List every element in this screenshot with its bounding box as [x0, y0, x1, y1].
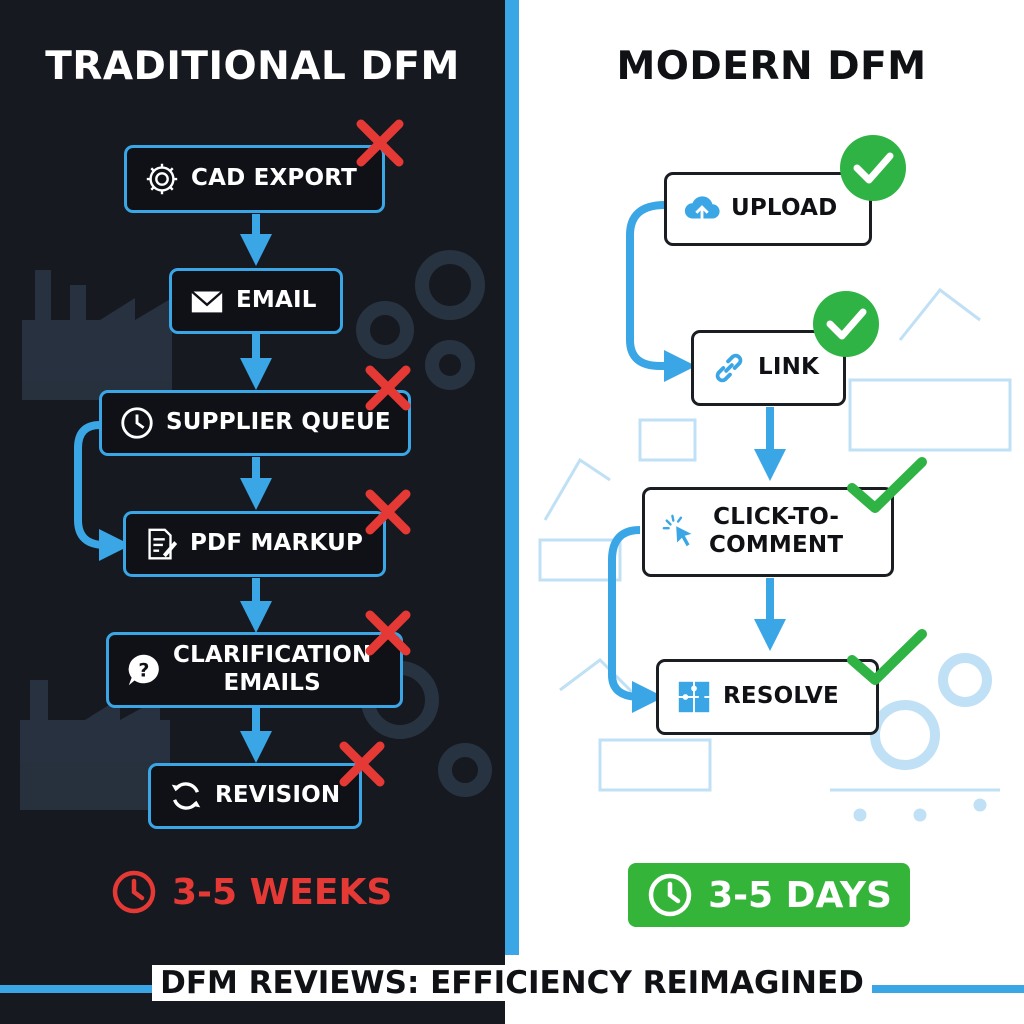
step-label: CAD EXPORT — [191, 165, 357, 192]
x-mark-icon — [365, 489, 411, 535]
step-cad-export: CAD EXPORT — [124, 145, 385, 213]
check-circle-icon — [813, 291, 879, 357]
loop-upload-to-link — [626, 201, 696, 382]
clock-icon — [121, 407, 153, 439]
footer-line-left — [0, 985, 158, 993]
step-label: UPLOAD — [731, 195, 838, 222]
step-supplier-queue: SUPPLIER QUEUE — [99, 390, 411, 456]
step-label: REVISION — [215, 782, 341, 809]
svg-text:?: ? — [138, 660, 149, 682]
clock-icon — [112, 870, 156, 914]
duration-label: 3-5 WEEKS — [172, 871, 393, 913]
circuit-lines-right — [830, 788, 1000, 822]
gear-icon — [146, 163, 178, 195]
x-mark-icon — [339, 741, 385, 787]
duration-label: 3-5 DAYS — [708, 874, 892, 916]
panel-divider — [505, 0, 519, 955]
step-label: LINK — [758, 354, 820, 381]
check-circle-icon — [840, 135, 906, 201]
envelope-icon — [191, 290, 223, 313]
puzzle-icon — [678, 681, 710, 713]
traditional-duration: 3-5 WEEKS — [110, 868, 392, 916]
check-mark-icon — [847, 457, 927, 513]
x-mark-icon — [356, 119, 404, 167]
step-upload: UPLOAD — [664, 172, 872, 246]
cloud-upload-icon — [684, 196, 720, 222]
modern-title: MODERN DFM — [616, 44, 927, 89]
footer-line-right — [868, 985, 1024, 993]
x-mark-icon — [365, 365, 411, 411]
refresh-icon — [171, 782, 201, 810]
loop-comment-to-resolve — [608, 526, 664, 713]
step-label: SUPPLIER QUEUE — [166, 409, 391, 436]
loop-queue-to-pdf — [74, 421, 131, 561]
step-clarification-emails: ? CLARIFICATION EMAILS — [106, 632, 403, 708]
clock-icon — [648, 873, 692, 917]
step-email: EMAIL — [169, 268, 343, 334]
gears-right — [870, 653, 992, 770]
factory-illustration-right — [538, 287, 1012, 792]
footer-caption: DFM REVIEWS: EFFICIENCY REIMAGINED — [0, 965, 1024, 1001]
factory-illustration-left — [20, 270, 172, 810]
link-icon — [715, 353, 743, 383]
step-link: LINK — [691, 330, 846, 406]
step-label: CLARIFICATION EMAILS — [173, 642, 372, 696]
check-mark-icon — [847, 629, 927, 685]
step-label: EMAIL — [236, 287, 317, 314]
step-label: PDF MARKUP — [190, 530, 364, 557]
footer-text: DFM REVIEWS: EFFICIENCY REIMAGINED — [152, 965, 872, 1001]
step-label: CLICK-TO- COMMENT — [709, 504, 844, 558]
x-mark-icon — [365, 610, 411, 656]
traditional-title: TRADITIONAL DFM — [45, 44, 460, 89]
step-pdf-markup: PDF MARKUP — [123, 511, 386, 577]
step-label: RESOLVE — [723, 683, 839, 710]
modern-duration: 3-5 DAYS — [628, 863, 910, 927]
step-revision: REVISION — [148, 763, 362, 829]
step-resolve: RESOLVE — [656, 659, 879, 735]
cursor-click-icon — [662, 514, 692, 547]
step-click-to-comment: CLICK-TO- COMMENT — [642, 487, 894, 577]
question-bubble-icon: ? — [128, 654, 159, 686]
document-edit-icon — [148, 528, 178, 560]
